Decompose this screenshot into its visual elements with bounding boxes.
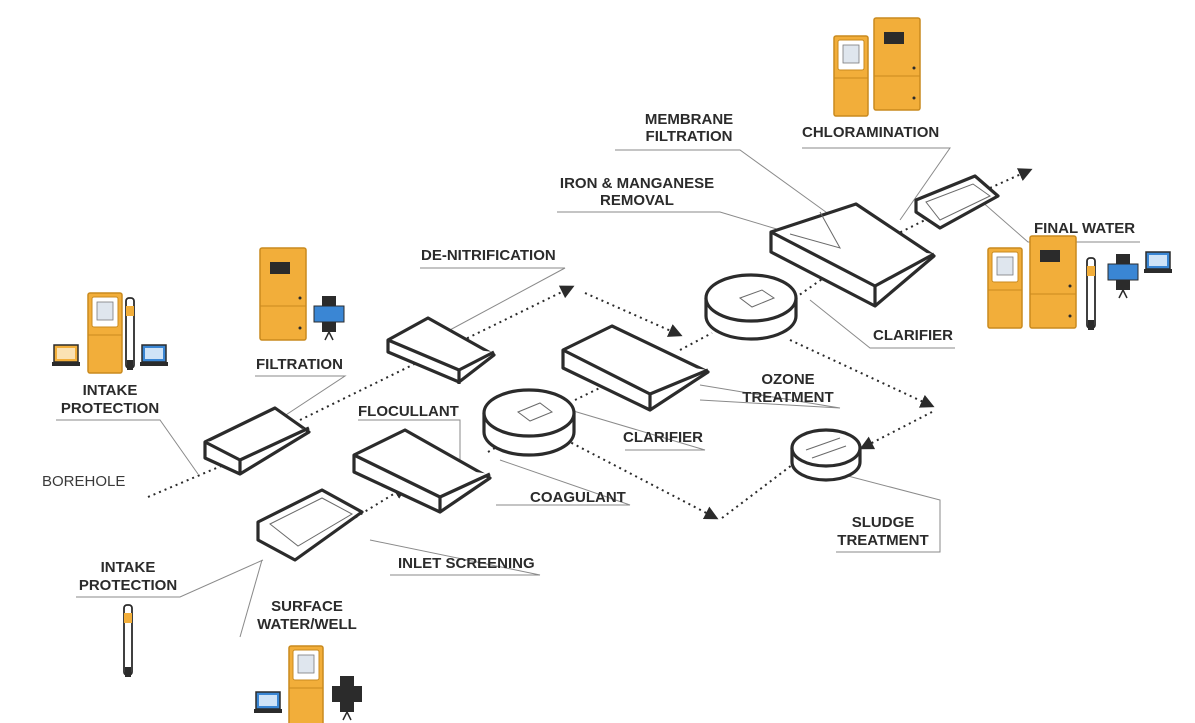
analyzer-cabinet-icon <box>873 17 921 111</box>
label-clarifier-2: CLARIFIER <box>873 327 953 344</box>
label-coagulant: COAGULANT <box>530 489 626 506</box>
ozone-treatment-tank <box>561 324 710 412</box>
filtration-tank <box>203 406 311 476</box>
label-membrane-filtration-line1: MEMBRANE <box>645 111 733 128</box>
label-surface-water-line2: WATER/WELL <box>257 616 357 633</box>
laptop-display-icon <box>139 344 169 367</box>
flow-segment <box>679 332 713 351</box>
analyzer-cabinet-icon <box>1029 235 1077 329</box>
surface-water-instruments <box>253 645 363 723</box>
sludge-treatment-tank <box>790 428 862 482</box>
label-sludge-treatment-line2: TREATMENT <box>837 532 928 549</box>
flow-arrow-icon <box>565 439 719 520</box>
flow-cell-icon <box>331 675 363 721</box>
flow-cell-icon <box>313 295 345 341</box>
label-surface-water-line1: SURFACE <box>271 598 343 615</box>
analyzer-cabinet-icon <box>833 35 869 117</box>
label-iron-manganese-line1: IRON & MANGANESE <box>560 175 714 192</box>
flow-arrow-icon <box>794 268 838 299</box>
laptop-display-icon <box>1143 251 1173 274</box>
label-intake-protection-line1: INTAKE <box>83 382 138 399</box>
label-filtration: FILTRATION <box>256 356 343 373</box>
analyzer-cabinet-icon <box>259 247 307 341</box>
label-ozone-treatment-line2: TREATMENT <box>742 389 833 406</box>
leader-lines <box>56 147 1140 638</box>
label-intake-protection-line2: PROTECTION <box>61 400 159 417</box>
flow-arrow-icon <box>989 168 1033 189</box>
probe-sensor-icon <box>125 297 135 371</box>
label-chloramination: CHLORAMINATION <box>802 124 939 141</box>
label-inlet-screening: INLET SCREENING <box>398 555 535 572</box>
flow-arrow-icon <box>574 377 621 401</box>
membrane-filtration-tank <box>769 202 936 308</box>
laptop-display-icon <box>253 691 283 714</box>
label-borehole: BOREHOLE <box>42 473 125 490</box>
chloramination-instruments <box>833 17 921 117</box>
de-nitrification-tank <box>386 316 496 384</box>
analyzer-cabinet-icon <box>288 645 324 723</box>
probe-sensor-icon <box>1086 257 1096 331</box>
clarifier-tank-2 <box>704 273 798 341</box>
flow-segment <box>721 461 797 519</box>
final-water-instruments <box>987 235 1173 331</box>
intake-protection-2-instruments <box>123 604 133 678</box>
analyzer-cabinet-icon <box>987 247 1023 329</box>
intake-protection-instruments <box>51 292 169 374</box>
label-membrane-filtration-line2: FILTRATION <box>646 128 733 145</box>
final-water-tank <box>914 174 1000 230</box>
label-sludge-treatment-line1: SLUDGE <box>852 514 915 531</box>
flow-arrow-icon <box>147 455 243 498</box>
inlet-screening-tank <box>256 488 364 562</box>
flow-segment <box>487 444 501 453</box>
label-clarifier-1: CLARIFIER <box>623 429 703 446</box>
label-de-nitrification: DE-NITRIFICATION <box>421 247 556 264</box>
clarifier-tank-1 <box>482 388 576 457</box>
flow-arrow-icon <box>789 339 935 408</box>
analyzer-cabinet-icon <box>87 292 123 374</box>
label-iron-manganese-line2: REMOVAL <box>600 192 674 209</box>
probe-sensor-icon <box>123 604 133 678</box>
label-final-water: FINAL WATER <box>1034 220 1135 237</box>
filtration-instruments <box>259 247 345 341</box>
flow-arrow-icon <box>859 411 933 450</box>
label-intake-protection-2-line2: PROTECTION <box>79 577 177 594</box>
label-intake-protection-2-line1: INTAKE <box>101 559 156 576</box>
flow-cell-icon <box>1107 253 1139 299</box>
laptop-display-icon <box>51 344 81 367</box>
flocullant-tank <box>352 428 492 514</box>
labels: INTAKE PROTECTION BOREHOLE FILTRATION DE… <box>42 111 1135 633</box>
flow-arrow-icon <box>584 292 683 337</box>
label-ozone-treatment-line1: OZONE <box>761 371 814 388</box>
label-flocullant: FLOCULLANT <box>358 403 459 420</box>
